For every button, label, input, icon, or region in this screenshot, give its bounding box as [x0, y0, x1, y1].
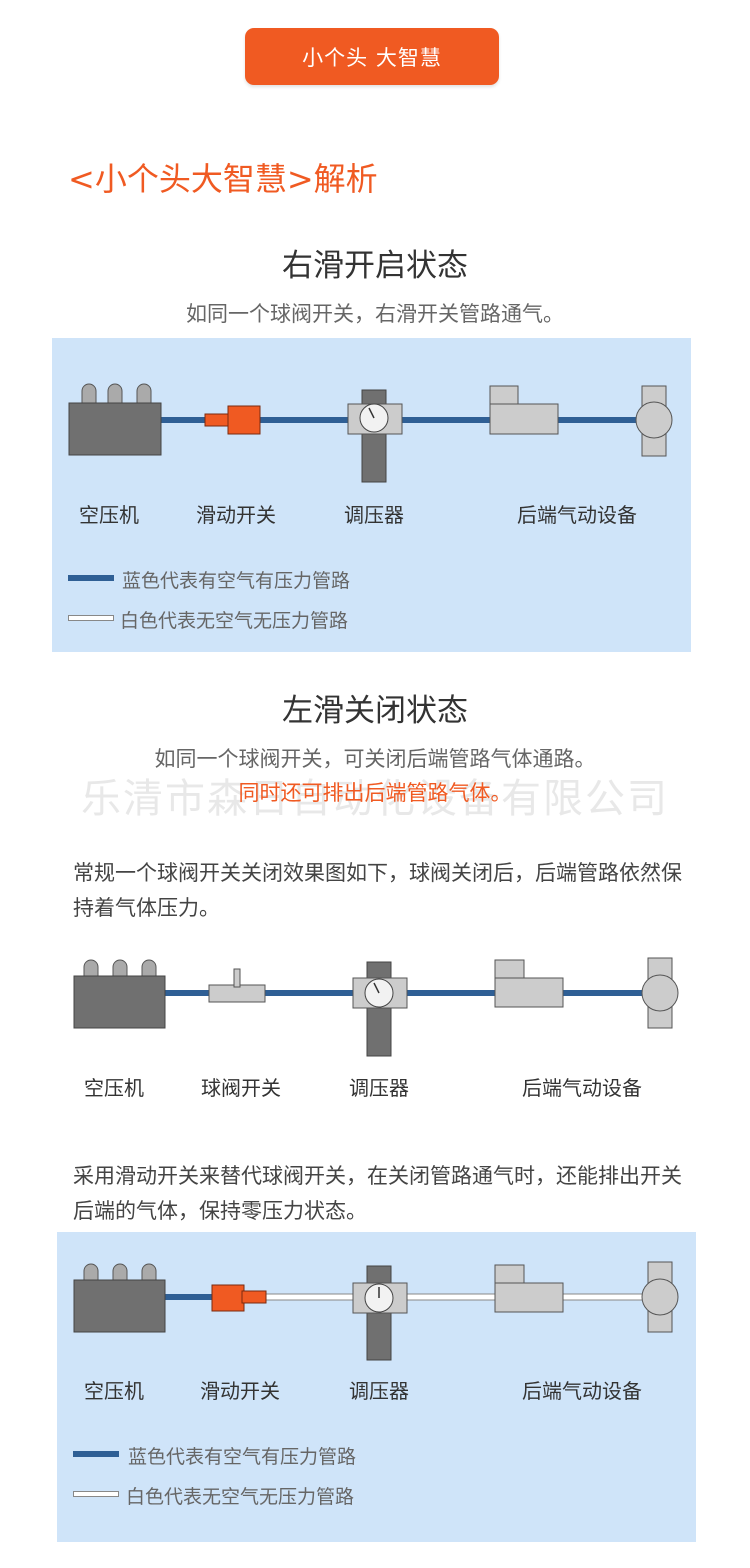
pneumatic-device-icon: [494, 1264, 564, 1313]
diagram2-title: 左滑关闭状态: [282, 693, 468, 729]
pneumatic-device-icon: [489, 385, 559, 435]
diagram2-subtitle: 如同一个球阀开关，可关闭后端管路气体通路。: [154, 747, 596, 771]
slide-switch-icon: [211, 1284, 267, 1312]
header-badge: 小个头 大智慧: [245, 28, 499, 85]
section-title: <小个头大智慧>解析: [68, 160, 378, 198]
label-device: 后端气动设备: [522, 1379, 642, 1403]
label-regulator: 调压器: [349, 1379, 409, 1403]
legend-white-line: [68, 615, 114, 621]
label-compressor: 空压机: [84, 1379, 144, 1403]
ball-valve-icon: [635, 385, 673, 457]
diagram3-schematic: [73, 957, 679, 1057]
air-compressor-icon: [68, 383, 162, 456]
label-compressor: 空压机: [84, 1076, 144, 1100]
diagram1-schematic: [68, 383, 673, 483]
ball-valve-icon: [641, 957, 679, 1029]
legend-blue-line: [68, 575, 114, 581]
legend-blue-line: [73, 1451, 119, 1457]
label-regulator: 调压器: [349, 1076, 409, 1100]
slide-switch-icon: [204, 405, 261, 435]
label-compressor: 空压机: [79, 503, 139, 527]
ball-valve-icon: [208, 968, 266, 1003]
legend-white-text: 白色代表无空气无压力管路: [126, 1486, 355, 1508]
watermark: 乐清市森日自动化设备有限公司: [81, 776, 669, 822]
label-slide-switch: 滑动开关: [196, 503, 276, 527]
diagram1-subtitle: 如同一个球阀开关，右滑开关管路通气。: [186, 302, 564, 326]
diagram4-schematic: [73, 1261, 679, 1361]
label-slide-switch: 滑动开关: [200, 1379, 280, 1403]
legend-blue-text: 蓝色代表有空气有压力管路: [128, 1446, 357, 1468]
pneumatic-device-icon: [494, 959, 564, 1008]
air-compressor-icon: [73, 1263, 166, 1333]
diagram1-title: 右滑开启状态: [282, 248, 468, 284]
diagram2-subtitle-highlight: 同时还可排出后端管路气体。: [238, 781, 512, 805]
ball-valve-icon: [641, 1261, 679, 1333]
para-slide-switch: 采用滑动开关来替代球阀开关，在关闭管路通气时，还能排出开关后端的气体，保持零压力…: [73, 1164, 682, 1223]
label-regulator: 调压器: [344, 503, 404, 527]
para-ball-valve: 常规一个球阀开关关闭效果图如下，球阀关闭后，后端管路依然保持着气体压力。: [73, 861, 682, 920]
air-compressor-icon: [73, 959, 166, 1029]
legend-blue-text: 蓝色代表有空气有压力管路: [122, 570, 351, 592]
label-ball-valve: 球阀开关: [201, 1076, 281, 1100]
label-device: 后端气动设备: [517, 503, 637, 527]
label-device: 后端气动设备: [522, 1076, 642, 1100]
pressure-regulator-icon: [347, 389, 403, 483]
legend-white-line: [73, 1491, 119, 1497]
pressure-regulator-icon: [352, 961, 408, 1057]
pressure-regulator-icon: [352, 1265, 408, 1361]
legend-white-text: 白色代表无空气无压力管路: [120, 610, 349, 632]
